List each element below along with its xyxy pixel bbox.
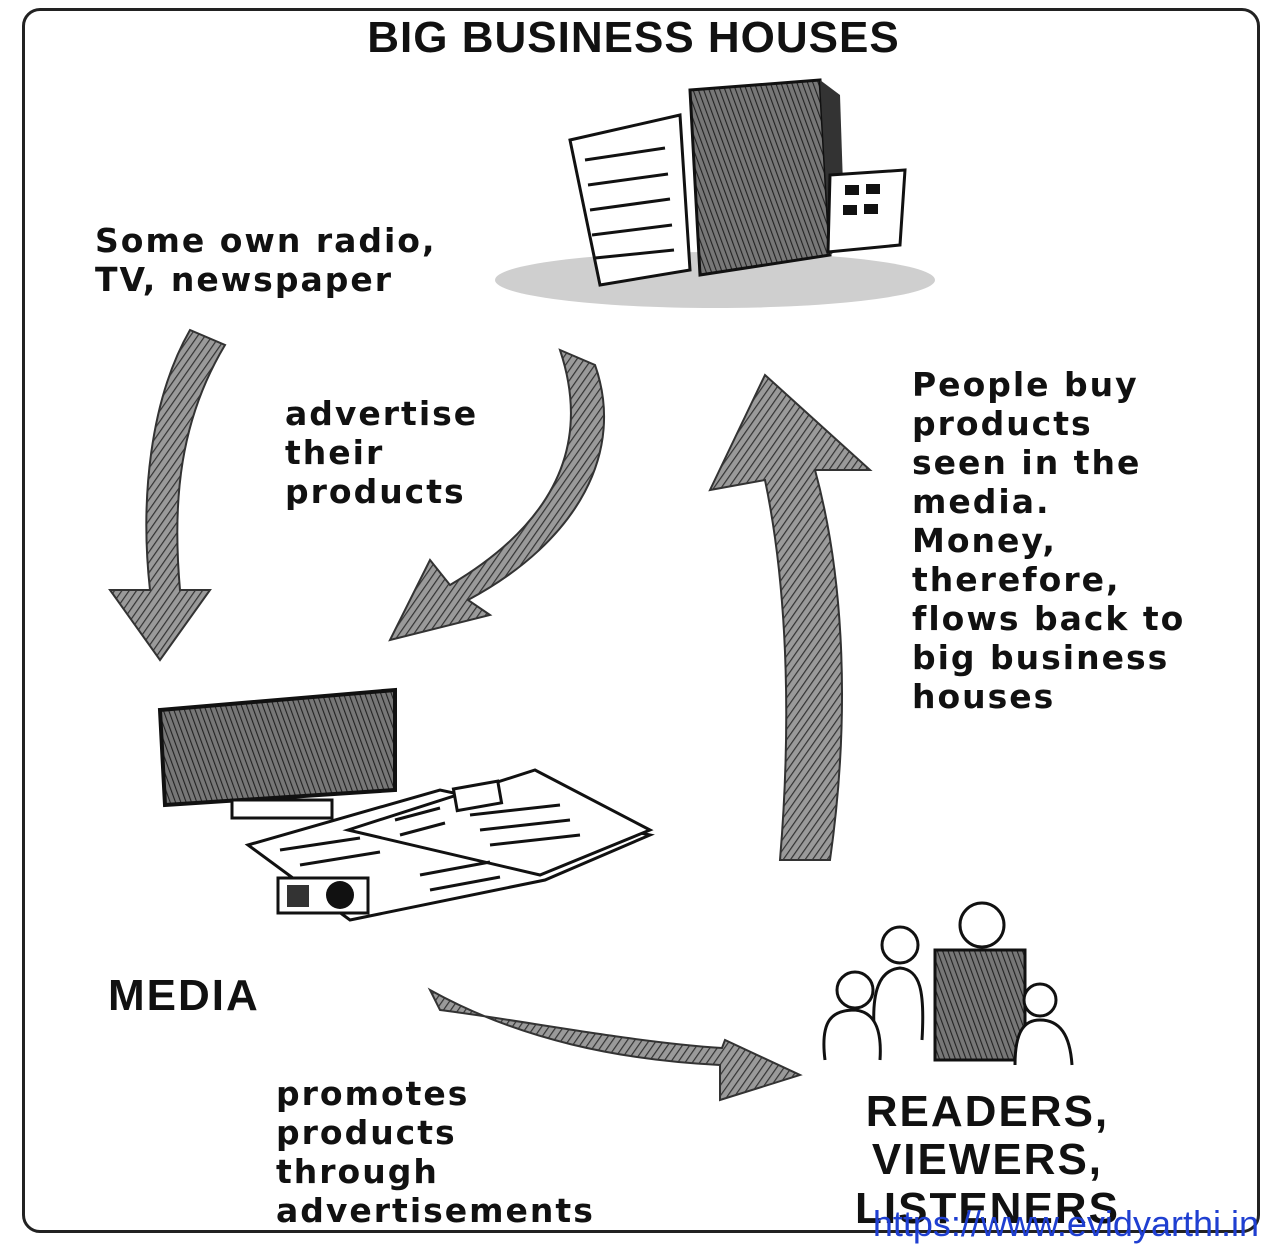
promotes-label-line: promotes	[276, 1074, 470, 1113]
people-buy-label-line: media.	[912, 481, 1051, 521]
people-buy-label-line: Money,	[912, 520, 1057, 560]
advertise-label: advertise their products	[285, 394, 479, 512]
people-buy-label: People buy products seen in the media. M…	[912, 365, 1186, 716]
people-buy-label-line: big business	[912, 637, 1170, 677]
advertise-label-line: their	[285, 432, 385, 472]
promotes-arrow	[427, 987, 803, 1102]
media-devices-icon	[157, 687, 655, 922]
people-buy-label-line: products	[912, 403, 1093, 443]
ownership-label: Some own radio, TV, newspaper	[95, 221, 437, 300]
people-buy-label-line: seen in the	[912, 442, 1142, 482]
audience-label-line: VIEWERS,	[871, 1135, 1104, 1185]
advertise-label-line: products	[285, 471, 466, 511]
money-flow-arrow	[708, 373, 873, 861]
business-buildings-icon	[495, 78, 935, 308]
diagram-frame	[22, 8, 1260, 1233]
promotes-label-line: products	[276, 1112, 457, 1152]
audience-people-icon	[822, 901, 1074, 1066]
source-watermark-link[interactable]: https://www.evidyarthi.in	[872, 1203, 1259, 1244]
ownership-label-line: TV, newspaper	[95, 259, 393, 299]
people-buy-label-line: therefore,	[912, 559, 1121, 599]
diagram-title: BIG BUSINESS HOUSES	[367, 13, 900, 62]
audience-label-line: LISTENERS	[855, 1183, 1120, 1233]
advertise-arrow	[388, 348, 605, 642]
audience-node-label: READERS, VIEWERS, LISTENERS	[855, 1087, 1120, 1233]
ownership-arrow	[108, 328, 227, 662]
people-buy-label-line: flows back to	[912, 598, 1186, 638]
people-buy-label-line: People buy	[912, 365, 1139, 404]
people-buy-label-line: houses	[912, 676, 1056, 716]
advertise-label-line: advertise	[285, 394, 479, 433]
audience-label-line: READERS,	[865, 1087, 1110, 1136]
promotes-label-line: through	[276, 1151, 439, 1191]
media-node-label: MEDIA	[108, 971, 260, 1020]
ownership-label-line: Some own radio,	[95, 221, 437, 260]
promotes-label-line: advertisements	[276, 1190, 595, 1230]
promotes-label: promotes products through advertisements	[276, 1074, 595, 1231]
